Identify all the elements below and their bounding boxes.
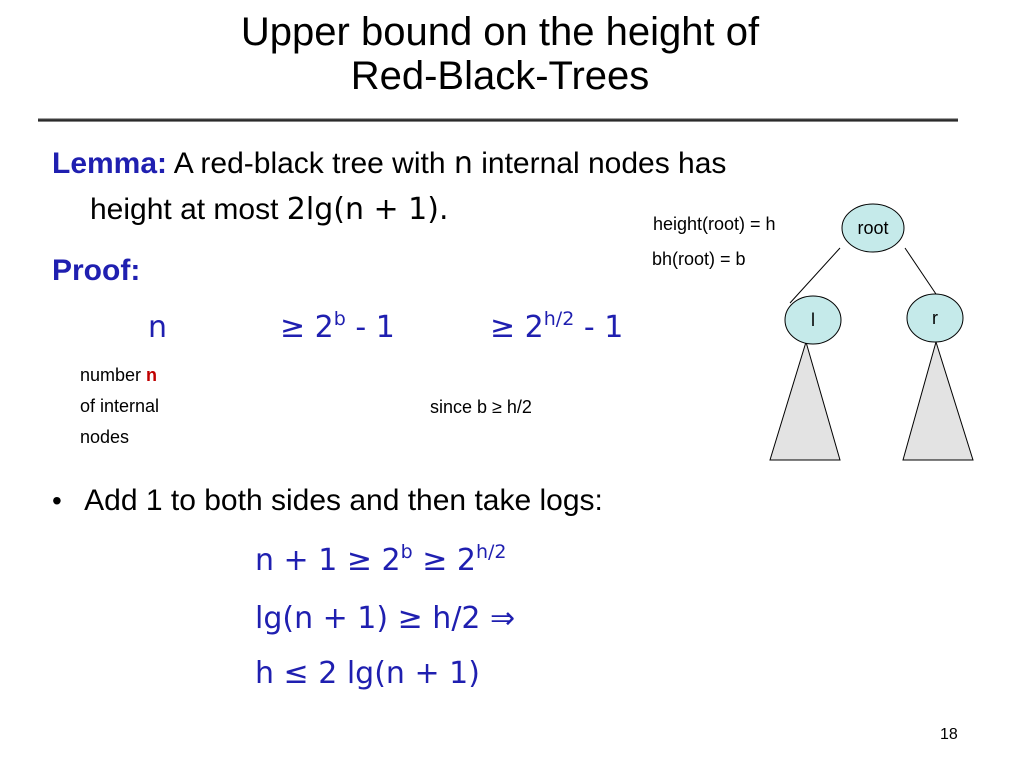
line1-exp2: h/2 bbox=[475, 541, 507, 563]
proof-inequality-1: ≥ 2b - 1 bbox=[280, 308, 395, 346]
title-underline bbox=[38, 118, 958, 122]
ineq1-tail: - 1 bbox=[355, 310, 395, 345]
lemma-n: n bbox=[453, 146, 473, 181]
derivation-line-2: lg(n + 1) ≥ h/2 ⇒ bbox=[255, 601, 516, 636]
root-node-label: root bbox=[857, 218, 888, 238]
proof-label: Proof: bbox=[52, 254, 141, 287]
line1-exp1: b bbox=[400, 541, 413, 563]
lemma-text-2: internal nodes has bbox=[481, 147, 727, 180]
bullet-glyph: • bbox=[52, 485, 62, 516]
derivation-line-1: n + 1 ≥ 2b ≥ 2h/2 bbox=[255, 541, 507, 579]
slide-title: Upper bound on the height of Red-Black-T… bbox=[0, 10, 1000, 98]
lemma-text-1: A red-black tree with bbox=[173, 147, 446, 180]
left-subtree bbox=[769, 340, 841, 461]
ineq2-exponent: h/2 bbox=[543, 308, 575, 330]
step-bullet: • Add 1 to both sides and then take logs… bbox=[52, 484, 603, 518]
line1-a: n + 1 ≥ 2 bbox=[255, 543, 401, 578]
ineq2-base: ≥ 2 bbox=[490, 310, 544, 345]
page-number: 18 bbox=[940, 726, 958, 743]
ineq1-base: ≥ 2 bbox=[280, 310, 334, 345]
n-annotation: number n of internal nodes bbox=[80, 360, 159, 453]
right-subtree bbox=[902, 340, 974, 461]
left-node-label: l bbox=[811, 310, 815, 330]
title-line-2: Red-Black-Trees bbox=[350, 54, 650, 98]
note-internal: of internal bbox=[80, 396, 160, 416]
note-n: n bbox=[146, 365, 158, 385]
edge-root-left bbox=[789, 247, 841, 304]
lemma-line-1: Lemma: A red-black tree with n internal … bbox=[52, 146, 726, 181]
derivation-line-3: h ≤ 2 lg(n + 1) bbox=[255, 656, 480, 691]
right-node bbox=[906, 293, 964, 343]
lemma-text-3: height at most bbox=[90, 193, 279, 226]
since-note: since b ≥ h/2 bbox=[430, 397, 532, 417]
step-text: Add 1 to both sides and then take logs: bbox=[84, 484, 603, 517]
lemma-label: Lemma: bbox=[52, 147, 168, 180]
edge-root-right bbox=[904, 247, 941, 301]
root-node bbox=[841, 203, 905, 253]
right-node-label: r bbox=[932, 308, 938, 328]
note-number: number bbox=[80, 365, 142, 385]
line1-b: ≥ 2 bbox=[422, 543, 476, 578]
left-node bbox=[784, 295, 842, 345]
lemma-line-2: height at most 2lg(n + 1). bbox=[90, 192, 449, 227]
title-line-1: Upper bound on the height of bbox=[240, 10, 760, 54]
lemma-formula: 2lg(n + 1). bbox=[286, 192, 449, 227]
ineq1-exponent: b bbox=[333, 308, 346, 330]
note-nodes: nodes bbox=[80, 427, 130, 447]
ineq2-tail: - 1 bbox=[583, 310, 624, 345]
bh-label: bh(root) = b bbox=[652, 249, 746, 269]
proof-inequality-2: ≥ 2h/2 - 1 bbox=[490, 308, 624, 346]
height-label: height(root) = h bbox=[653, 214, 776, 234]
proof-n: n bbox=[148, 310, 168, 345]
